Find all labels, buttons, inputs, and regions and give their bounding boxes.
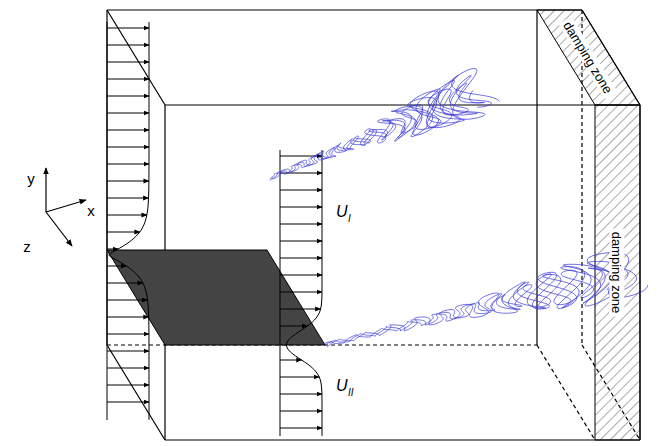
velocity-arrow	[107, 232, 140, 233]
velocity-arrow	[280, 292, 322, 293]
velocity-arrow	[280, 207, 322, 208]
velocity-arrow	[107, 368, 149, 369]
axis-label: x	[87, 203, 95, 218]
velocity-arrow	[107, 215, 147, 216]
velocity-arrow	[107, 62, 149, 63]
velocity-arrow	[107, 130, 149, 131]
velocity-arrow	[107, 385, 149, 386]
profile-curve	[109, 22, 149, 420]
velocity-arrow	[280, 394, 322, 395]
vortex-streak	[324, 261, 636, 345]
domain-box	[107, 10, 640, 440]
velocity-arrow	[280, 377, 319, 378]
profile-baseline	[107, 22, 108, 420]
zone-label: damping zone	[609, 228, 624, 316]
splitter-plate	[107, 250, 325, 345]
vortex-structures	[270, 69, 648, 347]
velocity-arrow	[280, 241, 322, 242]
velocity-arrow	[107, 198, 149, 199]
velocity-arrow	[107, 249, 118, 250]
velocity-symbol: U	[336, 378, 348, 394]
velocity-arrow	[107, 45, 149, 46]
vortex-streak	[324, 261, 628, 343]
velocity-symbol: U	[336, 204, 348, 220]
velocity-arrow	[280, 326, 308, 327]
velocity-arrow	[107, 300, 148, 301]
velocity-arrow	[107, 317, 149, 318]
velocity-arrow	[107, 147, 149, 148]
vortex-streak	[270, 83, 485, 179]
velocity-arrow	[280, 275, 322, 276]
velocity-arrow	[280, 428, 322, 429]
velocity-arrow	[280, 224, 322, 225]
velocity-arrow	[280, 360, 302, 361]
velocity-profiles	[107, 22, 322, 436]
damping-zone-hatch	[537, 10, 640, 440]
velocity-arrow	[107, 96, 149, 97]
profile-baseline	[280, 150, 281, 436]
velocity-arrow	[107, 181, 149, 182]
vortex-streak	[270, 75, 491, 180]
velocity-arrow	[280, 309, 321, 310]
velocity-arrow	[107, 402, 149, 403]
velocity-arrow	[107, 351, 149, 352]
velocity-arrow	[280, 258, 322, 259]
velocity-subscript: II	[348, 388, 354, 398]
velocity-subscript: I	[348, 214, 351, 224]
velocity-arrow	[107, 79, 149, 80]
vortex-streak	[271, 69, 499, 179]
velocity-arrow	[107, 283, 143, 284]
velocity-arrow	[280, 190, 322, 191]
axis-label: z	[23, 239, 31, 254]
velocity-arrow	[107, 334, 149, 335]
velocity-arrow	[107, 113, 149, 114]
velocity-arrow	[107, 28, 149, 29]
profile-curve	[286, 150, 322, 436]
velocity-arrow	[280, 411, 322, 412]
coordinate-axes	[46, 168, 86, 246]
velocity-arrow	[107, 266, 126, 267]
axis-label: y	[27, 171, 35, 186]
velocity-arrow	[107, 164, 149, 165]
